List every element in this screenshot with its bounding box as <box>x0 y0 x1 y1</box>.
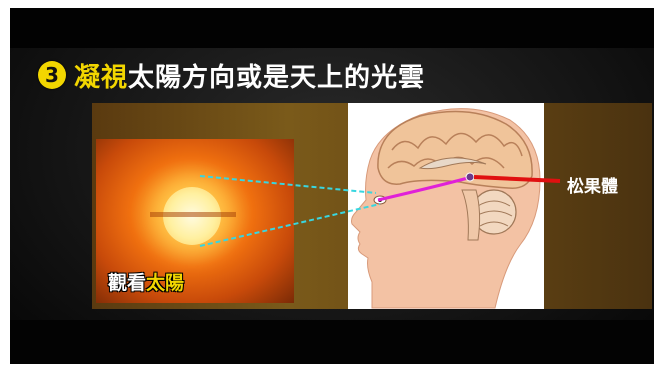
slide-title: 3 凝視太陽方向或是天上的光雲 <box>38 57 425 94</box>
sun-caption: 觀看太陽 <box>108 268 184 295</box>
optic-pathway-line <box>377 176 469 202</box>
corpus-callosum-icon <box>418 157 487 170</box>
title-accent: 凝視 <box>74 62 129 93</box>
sight-line-lower <box>199 203 381 247</box>
brainstem-icon <box>461 189 481 241</box>
step-number-badge: 3 <box>38 61 66 89</box>
sun-cloud-band <box>150 212 236 217</box>
caption-object: 太陽 <box>146 272 185 294</box>
top-letterbox <box>10 8 654 48</box>
sight-line-upper <box>199 175 377 194</box>
title-rest: 太陽方向或是天上的光雲 <box>128 62 426 93</box>
brain-gyri-lines <box>391 132 523 157</box>
caption-verb: 觀看 <box>108 272 147 294</box>
bottom-letterbox <box>10 320 654 364</box>
brain-icon <box>377 110 533 189</box>
pineal-gland-label: 松果體 <box>567 177 618 197</box>
pineal-gland-icon <box>465 172 475 182</box>
title-text: 凝視太陽方向或是天上的光雲 <box>74 57 425 94</box>
pineal-pointer-line <box>473 175 561 183</box>
